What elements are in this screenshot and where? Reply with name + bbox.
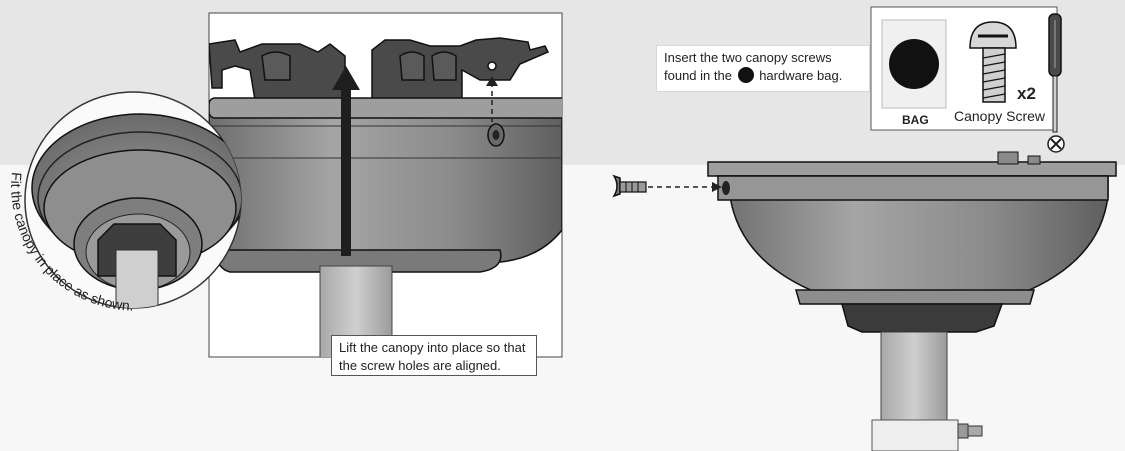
insertion-arrow-icon [712, 182, 722, 192]
bag-label: BAG [902, 113, 929, 127]
canopy-closeup [209, 97, 562, 273]
bag-dot-icon [889, 39, 939, 89]
phillips-head-icon [1047, 135, 1065, 153]
fit-detail-inset: Fit the canopy in place as shown. [8, 91, 242, 314]
motor-collar [841, 303, 1004, 333]
screw-icon [612, 174, 647, 198]
insert-callout-line-2: found in the hardware bag. [664, 67, 862, 85]
canopy-screw-label: Canopy Screw [954, 108, 1046, 124]
bag-dot-icon-inline [737, 67, 754, 83]
lift-callout-line-2: the screw holes are aligned. [339, 358, 501, 373]
insert-callout-line-2-start: found in the [664, 68, 732, 83]
mounting-bracket [209, 37, 550, 101]
up-arrow-icon [332, 66, 360, 256]
screwdriver-icon [1048, 13, 1062, 133]
alignment-arrow-icon [486, 76, 498, 86]
lift-callout-line-1: Lift the canopy into place so that [339, 340, 526, 355]
insert-screws-callout: Insert the two canopy screws found in th… [656, 45, 870, 92]
downrod-full [880, 331, 948, 427]
screw-quantity: x2 [1017, 84, 1036, 103]
canopy-full-view [707, 151, 1117, 451]
insert-callout-line-1: Insert the two canopy screws [664, 50, 832, 65]
canopy-screw-hole [722, 181, 730, 195]
lift-canopy-callout: Lift the canopy into place so that the s… [331, 335, 537, 376]
lift-detail-panel [208, 12, 563, 358]
hardware-panel [870, 6, 1058, 131]
insert-callout-line-2-end: hardware bag. [759, 68, 843, 83]
canopy-screw-icon [969, 21, 1017, 103]
